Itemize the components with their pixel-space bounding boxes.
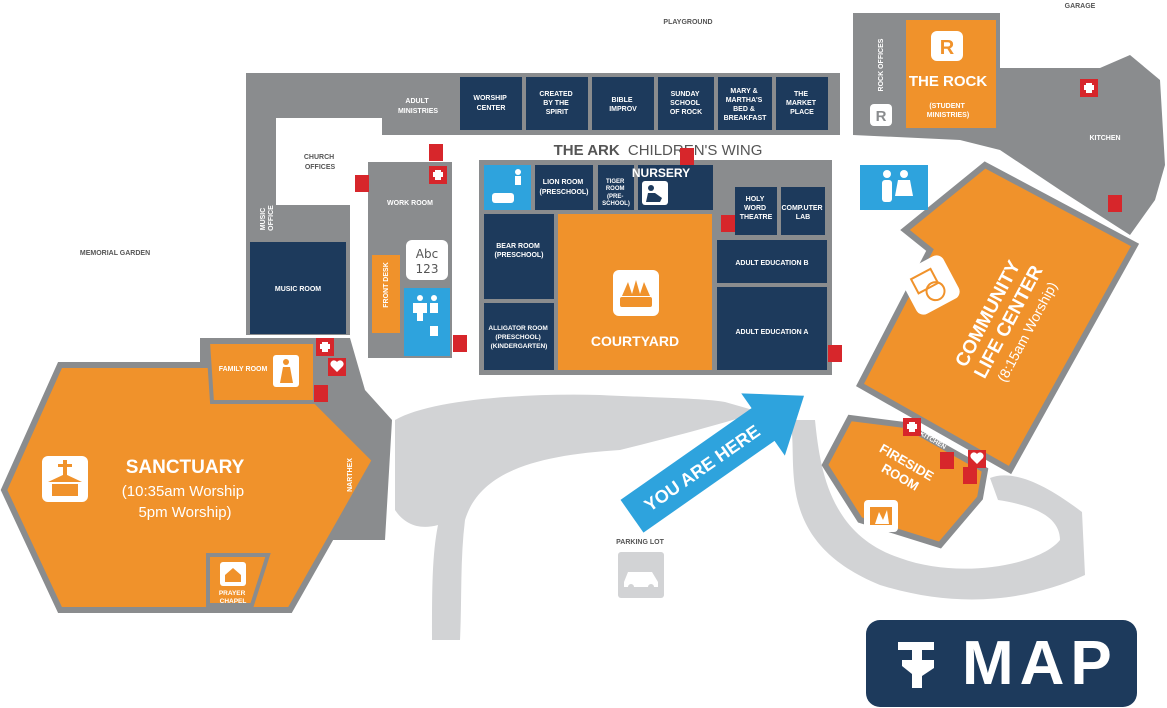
holy-word-room bbox=[735, 187, 777, 235]
computer-lab-room bbox=[781, 187, 825, 235]
svg-text:Abc: Abc bbox=[416, 247, 438, 261]
svg-text:123: 123 bbox=[416, 262, 439, 276]
kitchen-label: KITCHEN bbox=[1089, 135, 1120, 142]
computer-lab-label: COMP.UTER LAB bbox=[781, 205, 824, 221]
music-room bbox=[250, 242, 346, 334]
aed-heart-icon bbox=[328, 358, 986, 468]
courtyard-plant-icon bbox=[613, 270, 659, 316]
adult-education-b-label: ADULT EDUCATION B bbox=[735, 260, 808, 267]
bible-improv-room bbox=[592, 77, 654, 130]
parking-lot-label: PARKING LOT bbox=[616, 539, 664, 546]
family-room-icon bbox=[273, 355, 299, 387]
sunday-school-label: SUNDAY SCHOOL OF ROCK bbox=[670, 91, 702, 116]
church-offices-label: CHURCH OFFICES bbox=[304, 154, 336, 171]
abc-sign-icon: Abc 123 bbox=[406, 240, 448, 280]
student-ministries-label: (STUDENT MINISTRIES) bbox=[927, 103, 969, 119]
nursery-label: NURSERY bbox=[632, 166, 690, 180]
fire-extinguisher-icon bbox=[314, 144, 1122, 484]
restroom-icon bbox=[413, 169, 913, 336]
bible-improv-label: BIBLE IMPROV bbox=[609, 97, 637, 113]
bear-room-label: BEAR ROOM (PRESCHOOL) bbox=[495, 243, 544, 259]
created-by-spirit-label: CREATED BY THE SPIRIT bbox=[539, 91, 574, 116]
sanctuary-cross-icon bbox=[42, 456, 88, 502]
holy-word-label: HOLY WORD THEATRE bbox=[740, 196, 773, 221]
created-by-spirit-room bbox=[526, 77, 588, 130]
restroom-east bbox=[860, 165, 928, 210]
lion-room bbox=[535, 165, 593, 210]
worship-center-label: WORSHIP CENTER bbox=[473, 95, 508, 112]
svg-text:R: R bbox=[876, 108, 887, 125]
church-logo-icon bbox=[898, 641, 934, 688]
adult-education-b-room bbox=[717, 240, 827, 283]
restroom-top bbox=[484, 165, 531, 210]
basketball-icon bbox=[900, 255, 960, 315]
sanctuary-label: SANCTUARY bbox=[126, 457, 245, 478]
front-desk-label: FRONT DESK bbox=[383, 262, 390, 308]
ark-wing-title: THE ARK CHILDREN'S WING bbox=[554, 142, 763, 159]
the-rock-label: THE ROCK bbox=[909, 73, 988, 90]
playground-label: PLAYGROUND bbox=[663, 19, 712, 26]
sunday-school-room bbox=[658, 77, 714, 130]
prayer-chapel-label: PRAYER CHAPEL bbox=[219, 590, 247, 605]
lion-room-label: LION ROOM (PRESCHOOL) bbox=[540, 179, 589, 196]
rock-logo-icon: R bbox=[870, 104, 892, 126]
adult-ministries-label: ADULT MINISTRIES bbox=[398, 98, 438, 115]
music-room-label: MUSIC ROOM bbox=[275, 286, 321, 293]
courtyard-label: COURTYARD bbox=[591, 333, 679, 349]
parking-lot-drive bbox=[395, 394, 760, 640]
family-room-label: FAMILY ROOM bbox=[219, 366, 268, 373]
adult-education-a-label: ADULT EDUCATION A bbox=[736, 329, 809, 336]
nursery-icon bbox=[642, 181, 668, 205]
memorial-garden-label: MEMORIAL GARDEN bbox=[80, 250, 150, 257]
community-life-center-room bbox=[856, 161, 1140, 475]
narthex-label: NARTHEX bbox=[347, 458, 354, 492]
car-icon bbox=[618, 552, 664, 598]
tiger-room-label: TIGER ROOM (PRE- SCHOOL) bbox=[602, 179, 630, 207]
mary-martha-label: MARY & MARTHA'S BED & BREAKFAST bbox=[724, 88, 768, 122]
first-aid-icon bbox=[316, 79, 1098, 436]
tiger-room bbox=[598, 165, 634, 210]
mary-martha-room bbox=[718, 77, 772, 130]
restroom-work bbox=[404, 288, 450, 356]
the-rock-logo-icon: R bbox=[931, 31, 963, 61]
fireplace-icon bbox=[864, 500, 898, 532]
market-place-room bbox=[776, 77, 828, 130]
svg-text:R: R bbox=[940, 37, 955, 59]
bear-room bbox=[484, 214, 554, 299]
map-badge-title: MAP bbox=[962, 629, 1118, 698]
music-office-label: MUSIC OFFICE bbox=[260, 205, 275, 231]
adult-education-a-room bbox=[717, 287, 827, 370]
sanctuary-times-label: (10:35am Worship 5pm Worship) bbox=[122, 483, 248, 521]
parking-lot-loop bbox=[790, 420, 1085, 600]
prayer-chapel-icon bbox=[220, 562, 246, 586]
alligator-room-label: ALLIGATOR ROOM (PRESCHOOL) (KINDERGARTEN… bbox=[488, 325, 549, 350]
market-place-label: THE MARKET PLACE bbox=[786, 91, 818, 116]
garage-label: GARAGE bbox=[1065, 3, 1096, 10]
work-room-label: WORK ROOM bbox=[387, 200, 433, 207]
rock-offices-label: ROCK OFFICES bbox=[878, 38, 885, 91]
alligator-room bbox=[484, 303, 554, 370]
worship-center-room bbox=[460, 77, 522, 130]
map-title-badge: MAP bbox=[866, 620, 1137, 707]
ark-corridor bbox=[479, 136, 832, 158]
front-desk-room bbox=[372, 255, 400, 333]
